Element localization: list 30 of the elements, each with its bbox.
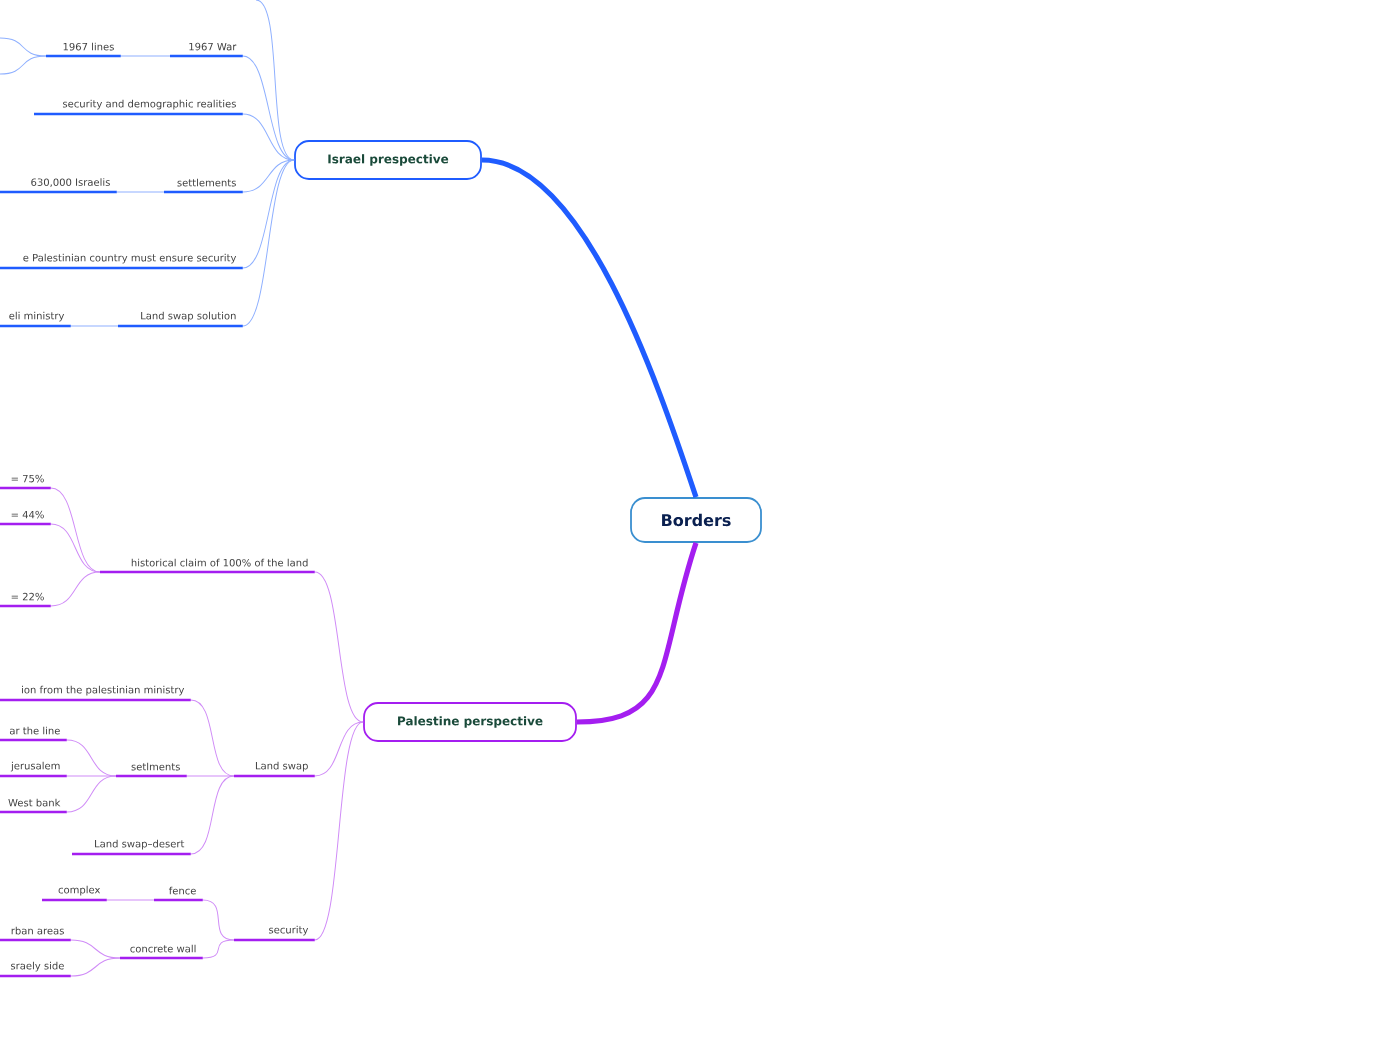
connector (50, 571, 101, 607)
connector (314, 721, 364, 777)
central-topic-box: Borders (630, 497, 762, 543)
connector (255, 0, 295, 161)
connector (66, 775, 117, 813)
connector (190, 699, 235, 777)
connector (70, 939, 121, 959)
connector (0, 37, 47, 57)
connector (50, 487, 101, 573)
connector (314, 721, 364, 941)
connector (186, 775, 235, 777)
connector (70, 957, 121, 977)
connector (314, 571, 364, 723)
connector (70, 325, 119, 327)
connector (190, 775, 235, 855)
connector (242, 55, 295, 161)
connector (242, 159, 295, 327)
connector (116, 191, 165, 193)
connector (50, 523, 101, 573)
connector (242, 159, 295, 193)
connector (242, 159, 295, 269)
connector (202, 899, 235, 941)
connector (106, 899, 155, 901)
connector (120, 55, 171, 57)
connector (242, 113, 295, 161)
connector (202, 939, 235, 959)
connector (66, 775, 117, 777)
connector (481, 157, 699, 498)
connector (0, 55, 47, 75)
connector (576, 542, 699, 725)
